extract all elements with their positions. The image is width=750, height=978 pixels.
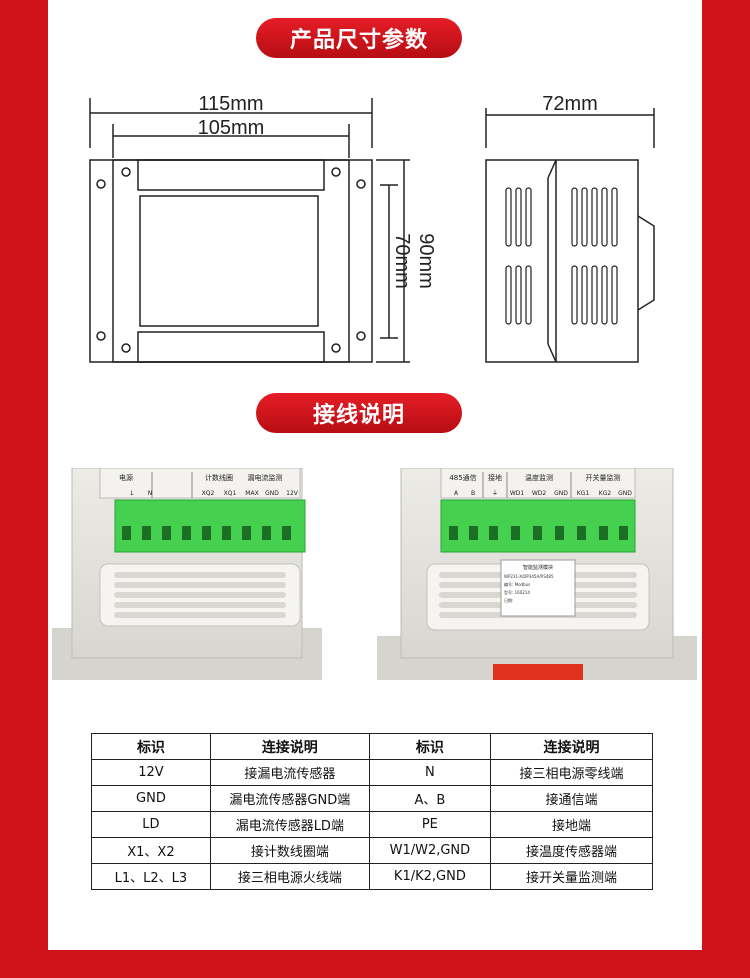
width-outer-label: 115mm xyxy=(198,93,263,115)
terminal-label: WD1 xyxy=(510,490,525,497)
group-label-counter: 计数线圈 xyxy=(205,473,233,482)
table-cell: 接温度传感器端 xyxy=(490,837,653,864)
table-cell: 接计数线圈端 xyxy=(209,837,370,864)
terminal-label: KG1 xyxy=(577,490,590,497)
table-row: GND 漏电流传感器GND端 A、B 接通信端 xyxy=(91,785,653,812)
group-label-485: 485通信 xyxy=(449,473,476,482)
terminal-label: N xyxy=(148,490,153,497)
terminal-label: GND xyxy=(265,490,279,497)
terminal-label: 12V xyxy=(286,490,299,497)
table-cell: 接地端 xyxy=(490,811,653,838)
terminal-label: B xyxy=(471,490,475,497)
terminal-label: A xyxy=(454,490,459,497)
width-inner-label: 105mm xyxy=(198,117,265,139)
group-label-switch: 开关量监测 xyxy=(586,473,621,482)
table-cell: 接三相电源火线端 xyxy=(209,863,370,890)
table-cell: LD xyxy=(91,811,211,838)
sticker-line: 编号: Modbus xyxy=(504,581,530,587)
depth-label: 72mm xyxy=(542,93,598,115)
header-cell: 标识 xyxy=(368,733,492,760)
height-outer-label: 90mm xyxy=(415,233,437,289)
group-label-temp: 温度监测 xyxy=(525,473,553,482)
header-cell: 连接说明 xyxy=(490,733,653,760)
sticker-line: WP231-X/DP345A/RS485 xyxy=(504,574,554,579)
height-inner-label: 70mm xyxy=(391,233,413,289)
table-cell: K1/K2,GND xyxy=(368,863,492,890)
table-cell: L1、L2、L3 xyxy=(91,863,211,890)
terminal-label: GND xyxy=(554,490,568,497)
product-photo-side: 485通信 接地 温度监测 开关量监测 A B ⏚ WD1 WD2 GND KG… xyxy=(377,468,697,680)
terminal-label: XQ2 xyxy=(202,490,215,497)
table-row: L1、L2、L3 接三相电源火线端 K1/K2,GND 接开关量监测端 xyxy=(91,863,653,890)
terminal-label: WD2 xyxy=(532,490,547,497)
front-view-drawing: 115mm 105mm 90mm 70mm xyxy=(89,93,437,363)
table-cell: N xyxy=(368,759,492,786)
table-cell: 漏电流传感器GND端 xyxy=(209,785,370,812)
wiring-table: 标识 连接说明 标识 连接说明 12V 接漏电流传感器 N 接三相电源零线端 G… xyxy=(91,733,653,890)
table-cell: 接通信端 xyxy=(490,785,653,812)
table-cell: 漏电流传感器LD端 xyxy=(209,811,370,838)
sticker-title: 智能监测模块 xyxy=(523,564,553,571)
table-row: LD 漏电流传感器LD端 PE 接地端 xyxy=(91,811,653,838)
table-cell: PE xyxy=(368,811,492,838)
table-cell: GND xyxy=(91,785,211,812)
terminal-label: KG2 xyxy=(599,490,612,497)
header-cell: 标识 xyxy=(91,733,211,760)
table-row: 12V 接漏电流传感器 N 接三相电源零线端 xyxy=(91,759,653,786)
group-label-power: 电源 xyxy=(119,473,133,482)
terminal-label: GND xyxy=(618,490,632,497)
dimensions-heading: 产品尺寸参数 xyxy=(256,18,462,58)
terminal-label: ⏚ xyxy=(492,490,498,497)
table-cell: 接三相电源零线端 xyxy=(490,759,653,786)
sticker-line: 型号: 160214 xyxy=(504,589,530,595)
wiring-heading: 接线说明 xyxy=(256,393,462,433)
group-label-leakage: 漏电流监测 xyxy=(248,473,283,482)
terminal-label: L xyxy=(130,490,134,497)
table-cell: W1/W2,GND xyxy=(368,837,492,864)
group-label-ground: 接地 xyxy=(488,473,502,482)
side-view-drawing: 72mm xyxy=(485,93,655,363)
terminal-label: MAX xyxy=(245,490,258,497)
table-header-row: 标识 连接说明 标识 连接说明 xyxy=(91,733,653,760)
product-photo-front: 电源 计数线圈 漏电流监测 L N XQ2 XQ1 MAX GND 12V xyxy=(52,468,322,680)
table-cell: 接开关量监测端 xyxy=(490,863,653,890)
header-cell: 连接说明 xyxy=(209,733,370,760)
sticker-line: 日期: xyxy=(504,597,513,603)
terminal-label: XQ1 xyxy=(224,490,237,497)
table-row: X1、X2 接计数线圈端 W1/W2,GND 接温度传感器端 xyxy=(91,837,653,864)
table-cell: A、B xyxy=(368,785,492,812)
table-cell: X1、X2 xyxy=(91,837,211,864)
table-cell: 12V xyxy=(91,759,211,786)
table-cell: 接漏电流传感器 xyxy=(209,759,370,786)
